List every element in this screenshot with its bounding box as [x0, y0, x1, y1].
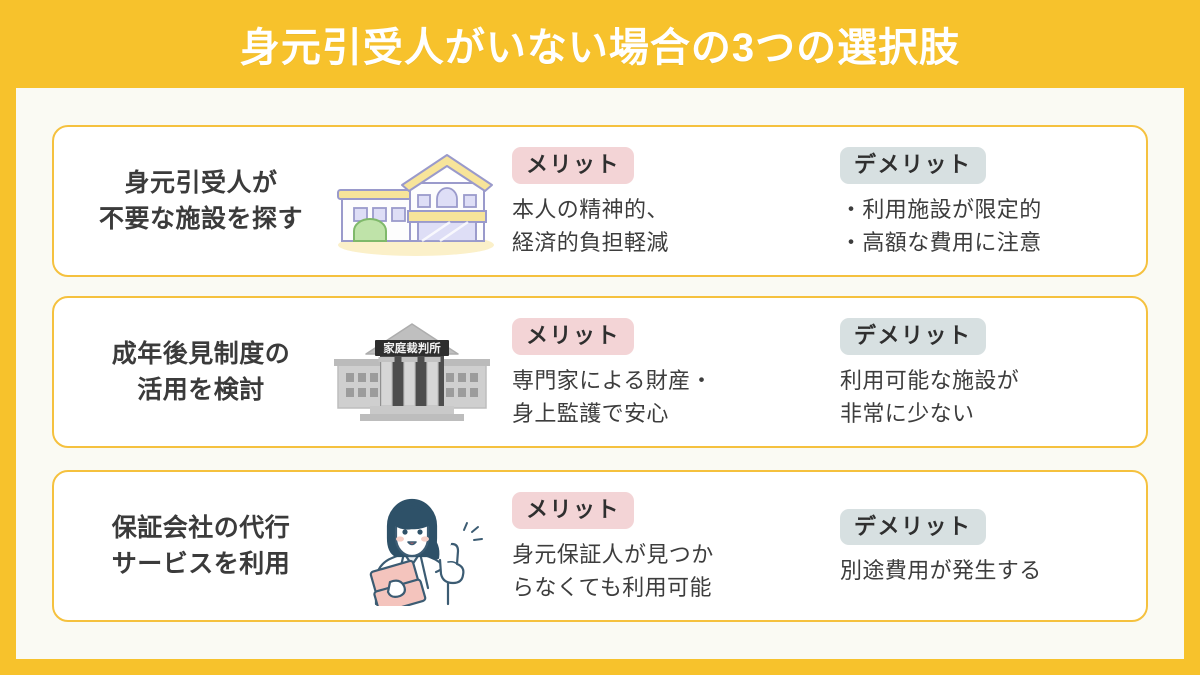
card-3-demerit-badge: デメリット	[840, 508, 986, 546]
card-1-merit-text: 本人の精神的、 経済的負担軽減	[512, 193, 826, 259]
woman-with-clipboard-icon	[322, 486, 502, 606]
card-2-merit-column: メリット 専門家による財産・ 身上監護で安心	[506, 314, 826, 429]
page-title: 身元引受人がいない場合の3つの選択肢	[239, 26, 961, 70]
card-2-merit-line-1: 専門家による財産・	[512, 367, 713, 393]
card-3-merit-line-2: らなくても利用可能	[512, 574, 712, 600]
card-3-merit-text: 身元保証人が見つか らなくても利用可能	[512, 538, 826, 604]
card-1-merit-line-1: 本人の精神的、	[512, 196, 669, 222]
card-3-merit-badge: メリット	[512, 492, 635, 529]
card-3-demerit-text: 別途費用が発生する	[840, 554, 1146, 587]
card-2-heading: 成年後見制度の 活用を検討	[54, 336, 322, 409]
option-card-3[interactable]: 保証会社の代行 サービスを利用	[52, 470, 1148, 622]
option-card-1[interactable]: 身元引受人が 不要な施設を探す	[52, 125, 1148, 277]
card-3-demerit-line-1: 別途費用が発生する	[840, 558, 1042, 584]
card-1-demerit-line-2: ・高額な費用に注意	[840, 229, 1042, 255]
card-1-demerit-column: デメリット ・利用施設が限定的 ・高額な費用に注意	[826, 143, 1146, 258]
card-2-heading-line-2: 活用を検討	[137, 376, 265, 404]
card-1-demerit-line-1: ・利用施設が限定的	[840, 196, 1042, 222]
card-1-merit-line-2: 経済的負担軽減	[512, 229, 669, 255]
card-2-heading-line-1: 成年後見制度の	[111, 339, 291, 368]
card-3-merit-line-1: 身元保証人が見つか	[512, 541, 714, 567]
card-3-heading-line-2: サービスを利用	[111, 550, 291, 578]
card-1-columns: メリット 本人の精神的、 経済的負担軽減 デメリット ・利用施設が限定的 ・高額…	[502, 127, 1146, 275]
card-3-columns: メリット 身元保証人が見つか らなくても利用可能 デメリット 別途費用が発生する	[502, 472, 1146, 620]
card-2-demerit-text: 利用可能な施設が 非常に少ない	[840, 364, 1146, 430]
card-1-demerit-text: ・利用施設が限定的 ・高額な費用に注意	[840, 193, 1146, 259]
care-facility-building-icon	[322, 141, 502, 261]
card-2-demerit-badge: デメリット	[840, 318, 986, 355]
card-3-heading: 保証会社の代行 サービスを利用	[54, 510, 322, 583]
card-1-heading-line-1: 身元引受人が	[124, 168, 278, 197]
card-3-merit-column: メリット 身元保証人が見つか らなくても利用可能	[506, 488, 826, 603]
card-2-merit-badge: メリット	[512, 318, 635, 355]
card-1-merit-badge: メリット	[512, 147, 635, 184]
card-2-columns: メリット 専門家による財産・ 身上監護で安心 デメリット 利用可能な施設が 非常…	[502, 298, 1146, 446]
card-1-demerit-badge: デメリット	[840, 147, 986, 184]
card-2-demerit-line-2: 非常に少ない	[840, 400, 975, 426]
title-band: 身元引受人がいない場合の3つの選択肢	[0, 0, 1200, 88]
option-card-2[interactable]: 成年後見制度の 活用を検討	[52, 296, 1148, 448]
card-1-merit-column: メリット 本人の精神的、 経済的負担軽減	[506, 143, 826, 258]
card-2-demerit-line-1: 利用可能な施設が	[840, 367, 1020, 393]
card-2-merit-line-2: 身上監護で安心	[512, 400, 669, 426]
card-3-demerit-column: デメリット 別途費用が発生する	[826, 505, 1146, 587]
card-3-heading-line-1: 保証会社の代行	[111, 513, 291, 542]
family-court-building-icon: 家庭裁判所	[322, 312, 502, 432]
card-2-merit-text: 専門家による財産・ 身上監護で安心	[512, 364, 826, 430]
card-2-demerit-column: デメリット 利用可能な施設が 非常に少ない	[826, 314, 1146, 429]
card-1-heading: 身元引受人が 不要な施設を探す	[54, 165, 322, 238]
court-sign-text: 家庭裁判所	[383, 341, 441, 355]
card-1-heading-line-2: 不要な施設を探す	[98, 205, 303, 233]
